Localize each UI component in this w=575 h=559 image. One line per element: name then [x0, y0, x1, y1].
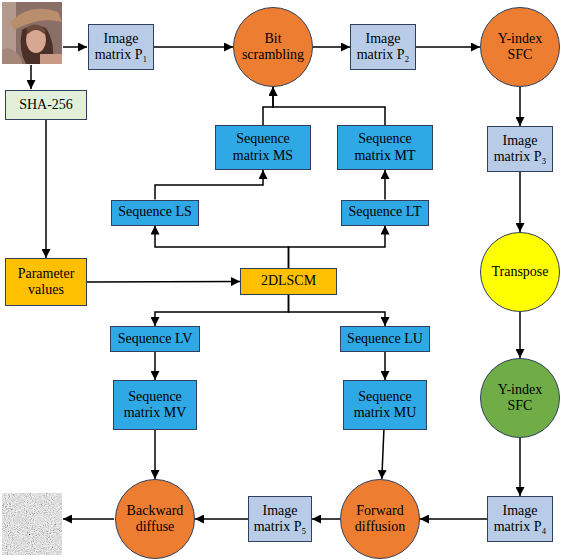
flow-arrow: [155, 226, 289, 269]
process-circle: Y-index SFC: [480, 7, 560, 87]
node-label: Image matrix P₄: [492, 503, 548, 535]
image-matrix-box: Image matrix P₁: [88, 24, 154, 70]
hash-box: SHA-256: [5, 90, 87, 120]
sequence-box: Sequence LS: [111, 200, 199, 226]
node-label: Sequence matrix MV: [118, 389, 192, 421]
process-circle: Transpose: [480, 232, 560, 312]
node-label: Image matrix P₅: [253, 503, 307, 535]
image-matrix-box: Image matrix P₅: [248, 496, 312, 542]
flow-arrow: [519, 87, 521, 126]
node-label: Y-index SFC: [485, 31, 555, 63]
flow-arrow: [45, 120, 47, 258]
image-matrix-box: Image matrix P₄: [487, 496, 553, 542]
node-label: 2DLSCM: [245, 273, 332, 289]
chaotic-map-box: 2DLSCM: [240, 268, 337, 295]
parameter-box: Parameter values: [5, 258, 87, 306]
flow-arrow: [416, 46, 480, 48]
node-label: Forward diffusion: [345, 503, 415, 535]
flow-arrow: [154, 430, 156, 479]
flow-arrow: [87, 281, 240, 283]
node-label: Sequence LS: [116, 204, 194, 220]
flow-arrow: [312, 518, 340, 520]
node-label: Bit scrambling: [238, 31, 308, 63]
node-label: SHA-256: [10, 97, 82, 113]
output-arrow: [63, 518, 114, 520]
process-circle: Bit scrambling: [233, 7, 313, 87]
flow-arrow: [382, 430, 384, 479]
flow-arrow: [384, 170, 386, 200]
process-circle: Y-index SFC: [480, 358, 560, 438]
node-label: Transpose: [485, 264, 555, 280]
sequence-matrix-box: Sequence matrix MS: [215, 125, 311, 170]
node-label: Image matrix P₃: [492, 133, 548, 165]
node-label: Parameter values: [10, 266, 82, 298]
flow-arrow: [155, 170, 263, 200]
flow-arrow: [154, 352, 156, 380]
image-matrix-box: Image matrix P₃: [487, 126, 553, 172]
flow-arrow: [519, 438, 521, 496]
sequence-box: Sequence LU: [340, 326, 430, 352]
flow-arrow: [273, 87, 385, 125]
sequence-matrix-box: Sequence matrix MV: [113, 380, 197, 430]
node-label: Sequence LT: [346, 204, 424, 220]
flow-arrow: [154, 46, 233, 48]
node-label: Sequence matrix MS: [220, 131, 306, 163]
flow-arrow: [313, 46, 350, 48]
sequence-box: Sequence LT: [341, 200, 429, 226]
sequence-matrix-box: Sequence matrix MT: [337, 125, 433, 170]
node-label: Sequence LV: [115, 331, 195, 347]
sequence-box: Sequence LV: [110, 326, 200, 352]
node-label: Image matrix P₁: [93, 31, 149, 63]
flow-arrow: [519, 312, 521, 358]
flow-arrow: [384, 352, 386, 380]
flow-arrow: [289, 295, 386, 326]
sequence-matrix-box: Sequence matrix MU: [343, 380, 427, 430]
flow-arrow: [263, 87, 273, 125]
process-circle: Forward diffusion: [340, 479, 420, 559]
node-label: Y-index SFC: [485, 382, 555, 414]
plain-image: [2, 2, 62, 64]
flow-arrow: [519, 172, 521, 232]
node-label: Image matrix P₂: [355, 31, 411, 63]
flow-arrow: [289, 226, 386, 269]
image-matrix-box: Image matrix P₂: [350, 24, 416, 70]
process-circle: Backward diffuse: [115, 479, 195, 559]
flow-arrow: [195, 518, 248, 520]
node-label: Backward diffuse: [120, 503, 190, 535]
node-label: Sequence LU: [345, 331, 425, 347]
hash-input-arrow: [30, 65, 32, 89]
encrypted-image: [2, 493, 62, 555]
flow-arrow: [420, 518, 487, 520]
flow-arrow: [155, 295, 289, 326]
node-label: Sequence matrix MT: [342, 131, 428, 163]
input-arrow: [63, 46, 87, 48]
node-label: Sequence matrix MU: [348, 389, 422, 421]
